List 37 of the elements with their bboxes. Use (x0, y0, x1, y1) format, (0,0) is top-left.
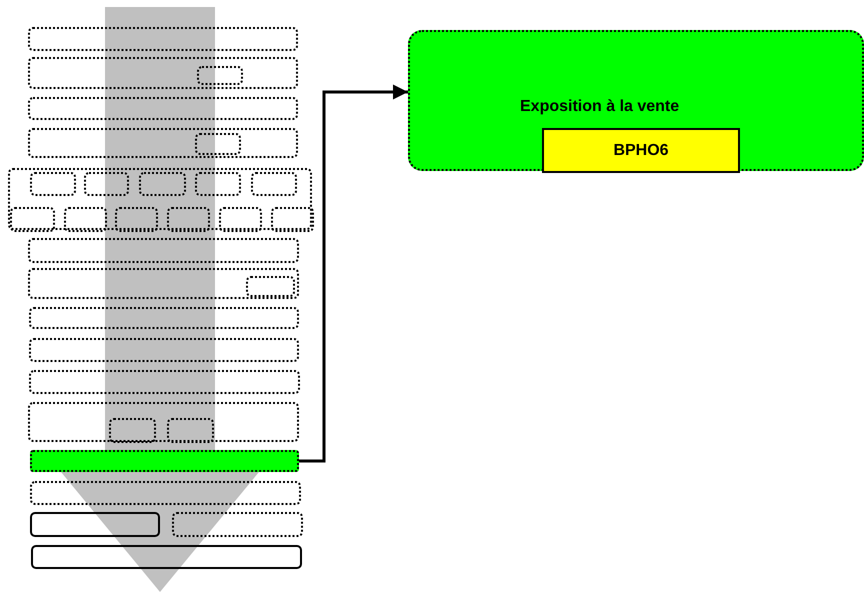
dotted-box (64, 207, 107, 232)
dotted-box (28, 268, 299, 299)
dotted-box (10, 207, 55, 232)
dotted-box (28, 97, 298, 120)
dotted-box (167, 207, 210, 232)
dotted-box (271, 207, 314, 232)
dotted-box (30, 481, 301, 505)
dotted-box (29, 307, 299, 329)
block-arrow (61, 7, 259, 592)
outlined-box (31, 545, 302, 569)
dotted-box (172, 512, 303, 537)
dotted-box (28, 128, 298, 158)
dotted-box (115, 207, 158, 232)
dotted-box (139, 172, 186, 196)
dotted-box (8, 168, 312, 230)
dotted-box (167, 418, 214, 443)
dotted-box (251, 172, 297, 196)
dotted-box (28, 27, 298, 51)
dotted-box (195, 133, 241, 155)
dotted-box (197, 66, 243, 85)
dotted-box (246, 276, 295, 297)
dotted-box (195, 172, 241, 196)
dotted-box (29, 338, 299, 362)
highlighted-bar (30, 450, 299, 472)
code-box: BPHO6 (542, 128, 740, 173)
stage-box (408, 30, 864, 171)
dotted-box (109, 418, 156, 443)
dotted-box (29, 370, 300, 394)
dotted-box (28, 238, 299, 263)
outlined-box (30, 512, 160, 537)
dotted-box (28, 402, 299, 442)
dotted-box (219, 207, 262, 232)
dotted-box (30, 172, 76, 196)
stage-title: Exposition à la vente (520, 98, 680, 116)
dotted-box (28, 57, 298, 89)
arrow (299, 84, 408, 462)
dotted-box (84, 172, 129, 196)
